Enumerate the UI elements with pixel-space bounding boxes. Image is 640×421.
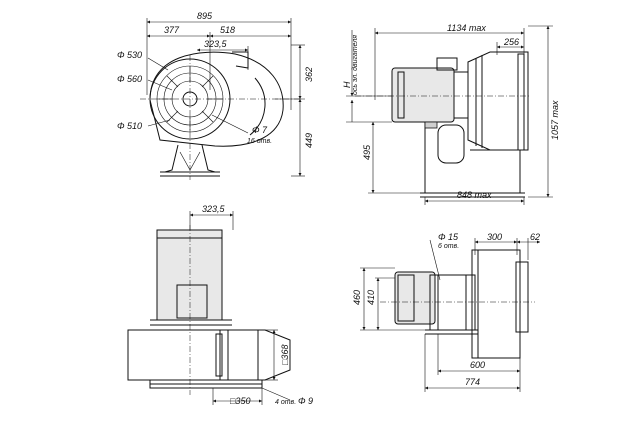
dim-895: 895 <box>197 11 213 21</box>
dim-848: 848 max <box>457 190 492 200</box>
dim-350: □350 <box>230 396 250 406</box>
bottom-right-view: Φ 15 6 отв. 300 62 460 410 600 774 <box>352 232 540 392</box>
dim-518: 518 <box>220 25 235 35</box>
dim-300: 300 <box>487 232 502 242</box>
dim-256: 256 <box>503 37 519 47</box>
axis-label: ось эл. двигателя <box>351 35 359 95</box>
bottom-left-view: 323,5 □368 □350 4 отв. Φ 9 <box>127 204 313 406</box>
dim-600: 600 <box>470 360 485 370</box>
dim-449: 449 <box>304 133 314 148</box>
dim-495: 495 <box>362 144 372 160</box>
dim-1057: 1057 max <box>550 100 560 140</box>
holes-6: 6 отв. <box>438 243 459 250</box>
dim-62: 62 <box>530 232 540 242</box>
dim-460: 460 <box>352 290 362 305</box>
dim-1134: 1134 max <box>447 23 486 33</box>
dim-368: □368 <box>280 345 290 365</box>
dia-530: Φ 530 <box>117 50 142 60</box>
dia-9: Φ 9 <box>298 396 313 406</box>
holes-4: 4 отв. <box>275 399 296 406</box>
dim-323-5-bottom: 323,5 <box>202 204 226 214</box>
dim-362: 362 <box>304 67 314 82</box>
dia-7: Φ 7 <box>252 125 268 135</box>
dim-410: 410 <box>366 290 376 305</box>
dim-774: 774 <box>465 377 480 387</box>
dia-560: Φ 560 <box>117 74 142 84</box>
holes-16: 16 отв. <box>247 138 272 145</box>
dim-377: 377 <box>164 25 180 35</box>
dim-323-5: 323,5 <box>204 39 228 49</box>
dia-15: Φ 15 <box>438 232 459 242</box>
axis-h: H <box>342 81 352 88</box>
dia-510: Φ 510 <box>117 121 142 131</box>
side-view: 1134 max 256 ось эл. двигателя H 1057 ma… <box>342 23 560 205</box>
front-view: 895 377 518 323,5 Φ 530 Φ 560 Φ 510 Φ 7 … <box>117 11 314 180</box>
